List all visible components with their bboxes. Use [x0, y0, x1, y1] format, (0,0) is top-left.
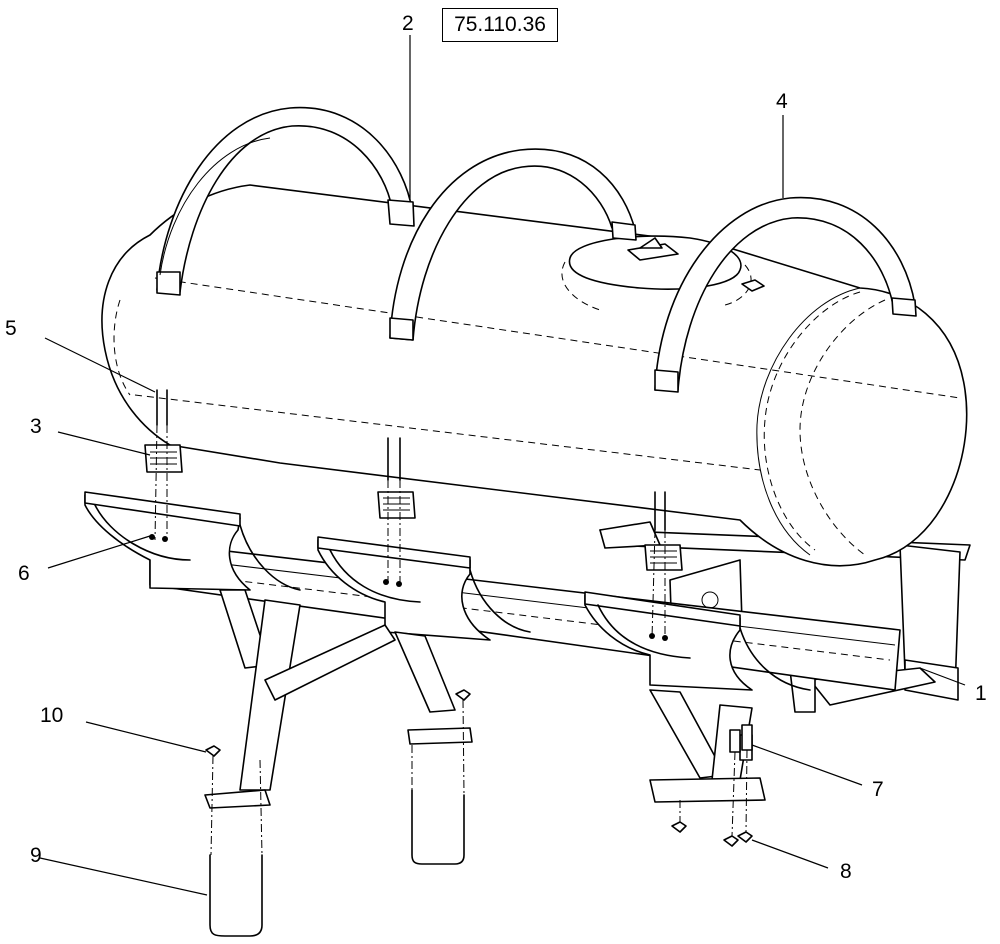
callout-5: 5: [5, 317, 17, 340]
callout-4: 4: [776, 90, 788, 113]
strap-left: [156, 106, 415, 296]
frame-front: [84, 491, 901, 691]
leader-lines: [39, 35, 966, 896]
hardware: [144, 389, 753, 847]
callout-6: 6: [18, 562, 30, 585]
callout-8: 8: [840, 860, 852, 883]
strap-right: [654, 196, 917, 393]
callout-1: 1: [975, 682, 987, 705]
callout-9: 9: [30, 844, 42, 867]
tank: [101, 184, 968, 567]
u-bolts: [209, 789, 465, 937]
reference-code: 75.110.36: [454, 13, 546, 36]
legs: [204, 589, 766, 809]
assembly-lines: [154, 424, 748, 856]
callout-2: 2: [402, 12, 414, 35]
callout-10: 10: [40, 704, 63, 727]
strap-middle: [389, 148, 637, 341]
reference-code-box: 75.110.36: [442, 8, 558, 42]
callout-3: 3: [30, 415, 42, 438]
callout-labels: 1 2 3 4 5 6 7 8 9 10: [5, 12, 987, 883]
callout-7: 7: [872, 778, 884, 801]
